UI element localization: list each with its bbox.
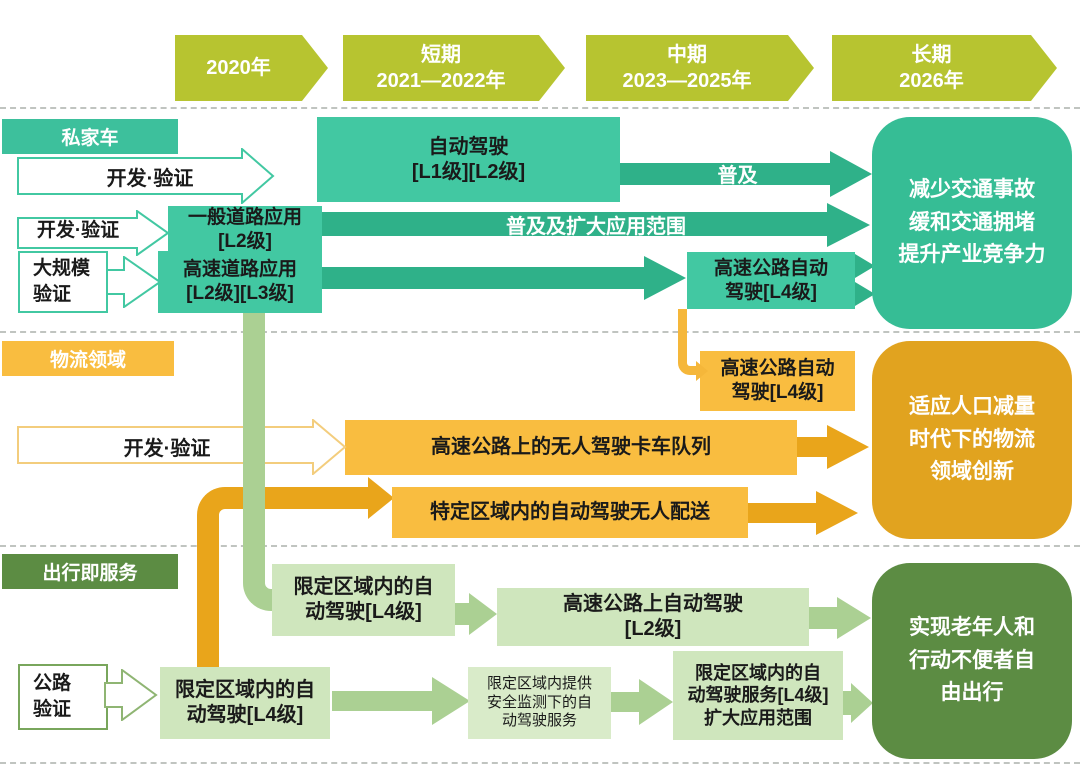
unmanned-delivery-box: 特定区域内的自动驾驶无人配送 [392, 487, 748, 538]
goal-maas: 实现老年人和 行动不便者自 由出行 [872, 563, 1072, 759]
truck-platoon-text: 高速公路上的无人驾驶卡车队列 [431, 436, 711, 458]
goal-private-car-line3: 提升产业竞争力 [898, 243, 1046, 267]
dev-validate-arrow-2 [17, 210, 169, 256]
lane-label-logistics-text: 物流领域 [49, 350, 126, 371]
limited-lower-line1: 限定区域内的自 [175, 679, 315, 701]
divider-bottom [0, 762, 1080, 764]
monitored-service-box: 限定区域内提供 安全监测下的自 动驾驶服务 [468, 667, 611, 739]
logistics-hwy-auto-line1: 高速公路自动 [720, 358, 835, 380]
auto-driving-l1-l2-line1: 自动驾驶 [428, 135, 509, 158]
monitored-line3: 动驾驶服务 [501, 712, 577, 730]
highway-auto-l4-line1: 高速公路自动 [713, 257, 828, 279]
goal-maas-line3: 由出行 [940, 681, 1004, 705]
expand-service-line1: 限定区域内的自 [695, 662, 821, 683]
highway-road-box: 高速道路应用 [L2级][L3级] [158, 251, 322, 313]
truck-to-goal-arrow [797, 425, 869, 469]
road-validate-line2: 验证 [33, 699, 72, 720]
general-road-line2: [L2级] [218, 231, 272, 252]
timeline-arrow-short-term [343, 35, 565, 101]
dev-validate-arrow-2-label: 开发·验证 [36, 219, 120, 241]
hwy-l2-to-goal-arrow [809, 597, 871, 639]
expand-arrow-label: 普及及扩大应用范围 [506, 215, 686, 238]
timeline-arrow-mid-term [586, 35, 814, 101]
lane-label-maas: 出行即服务 [2, 554, 178, 589]
goal-maas-line1: 实现老年人和 [909, 616, 1035, 640]
limited-lower-line2: 动驾驶[L4级] [186, 704, 304, 726]
goal-logistics-line3: 领域创新 [930, 460, 1014, 484]
large-scale-line1: 大规模 [33, 258, 91, 280]
highway-auto-l4-box-lane2: 高速公路自动 驾驶[L4级] [700, 351, 855, 411]
monitored-to-expand-arrow [611, 679, 673, 725]
expand-arrow [322, 203, 870, 247]
logistics-hwy-auto-line2: 驾驶[L4级] [731, 382, 824, 403]
general-road-line1: 一般道路应用 [187, 207, 302, 229]
divider-top [0, 107, 1080, 109]
timeline-arrow-2020 [175, 35, 328, 101]
dev-validate-arrow-1-label: 开发·验证 [106, 167, 194, 190]
limited-area-l4-lower-box: 限定区域内的自 动驾驶[L4级] [160, 667, 330, 739]
lane-label-maas-text: 出行即服务 [42, 563, 138, 584]
connector-hwy-l4-to-logistics [678, 309, 700, 375]
connector-hwy-l4-arrowhead [696, 361, 708, 381]
limited-upper-line1: 限定区域内的自 [293, 576, 434, 598]
auto-driving-l1-l2-box: 自动驾驶 [L1级][L2级] [317, 117, 620, 202]
road-validate-box: 公路 验证 [18, 664, 108, 730]
goal-logistics-line2: 时代下的物流 [909, 427, 1035, 451]
unmanned-delivery-text: 特定区域内的自动驾驶无人配送 [430, 501, 710, 523]
connector-highway-to-maas [243, 313, 275, 611]
connector-maas-to-delivery [197, 487, 374, 669]
goal-private-car-line1: 减少交通事故 [909, 178, 1035, 202]
delivery-to-goal-arrow [748, 491, 858, 535]
limited-area-l4-upper-box: 限定区域内的自 动驾驶[L4级] [272, 564, 455, 636]
expand-service-box: 限定区域内的自 动驾驶服务[L4级] 扩大应用范围 [673, 651, 843, 740]
large-scale-validate-arrow [106, 256, 162, 308]
goal-logistics: 适应人口减量 时代下的物流 领域创新 [872, 341, 1072, 539]
highway-road-line1: 高速道路应用 [182, 259, 297, 281]
road-validate-line1: 公路 [33, 673, 72, 695]
truck-platoon-box: 高速公路上的无人驾驶卡车队列 [345, 420, 797, 475]
large-scale-validate-box: 大规模 验证 [18, 251, 108, 313]
lane-label-logistics: 物流领域 [2, 341, 174, 376]
limited-upper-line2: 动驾驶[L4级] [305, 601, 422, 623]
highway-road-line2: [L2级][L3级] [186, 283, 294, 304]
goal-private-car: 减少交通事故 缓和交通拥堵 提升产业竞争力 [872, 117, 1072, 329]
timeline-arrow-long-term [832, 35, 1057, 101]
l4-to-goal-arrows [855, 254, 875, 306]
highway-auto-l4-line2: 驾驶[L4级] [725, 281, 817, 303]
highway-auto-l2-line1: 高速公路上自动驾驶 [563, 593, 743, 615]
expand-service-line3: 扩大应用范围 [704, 707, 812, 728]
goal-private-car-line2: 缓和交通拥堵 [909, 210, 1035, 234]
highway-auto-l4-box-lane1: 高速公路自动 驾驶[L4级] [687, 252, 855, 309]
highway-to-l4-arrow [322, 256, 686, 300]
auto-driving-l1-l2-line2: [L1级][L2级] [411, 160, 526, 183]
road-validate-arrow [104, 669, 158, 721]
spread-arrow-label: 普及 [717, 164, 758, 187]
spread-arrow [620, 151, 872, 197]
timeline-label-2020: 2020年 [206, 57, 271, 79]
highway-auto-l2-box: 高速公路上自动驾驶 [L2级] [497, 588, 809, 646]
general-road-box: 一般道路应用 [L2级] [168, 206, 322, 254]
highway-auto-l2-line2: [L2级] [624, 618, 682, 640]
goal-maas-line2: 行动不便者自 [909, 648, 1035, 672]
divider-lane1-lane2 [0, 331, 1080, 333]
lane-label-private-car-text: 私家车 [61, 128, 119, 149]
lane-label-private-car: 私家车 [2, 119, 178, 154]
monitored-line1: 限定区域内提供 [486, 674, 592, 692]
expand-to-goal-arrow [843, 683, 873, 723]
goal-logistics-line1: 适应人口减量 [909, 395, 1035, 419]
limited-to-hwy-arrow [453, 593, 497, 635]
dev-validate-arrow-1 [17, 148, 275, 204]
connector-maas-to-delivery-arrowhead [368, 477, 394, 519]
dev-validate-arrow-logistics-label: 开发·验证 [123, 437, 211, 460]
large-scale-line2: 验证 [33, 284, 72, 305]
monitored-line2: 安全监测下的自 [486, 693, 592, 711]
lower-to-monitored-arrow [332, 677, 470, 725]
divider-lane2-lane3 [0, 545, 1080, 547]
expand-service-line2: 动驾驶服务[L4级] [687, 685, 829, 706]
